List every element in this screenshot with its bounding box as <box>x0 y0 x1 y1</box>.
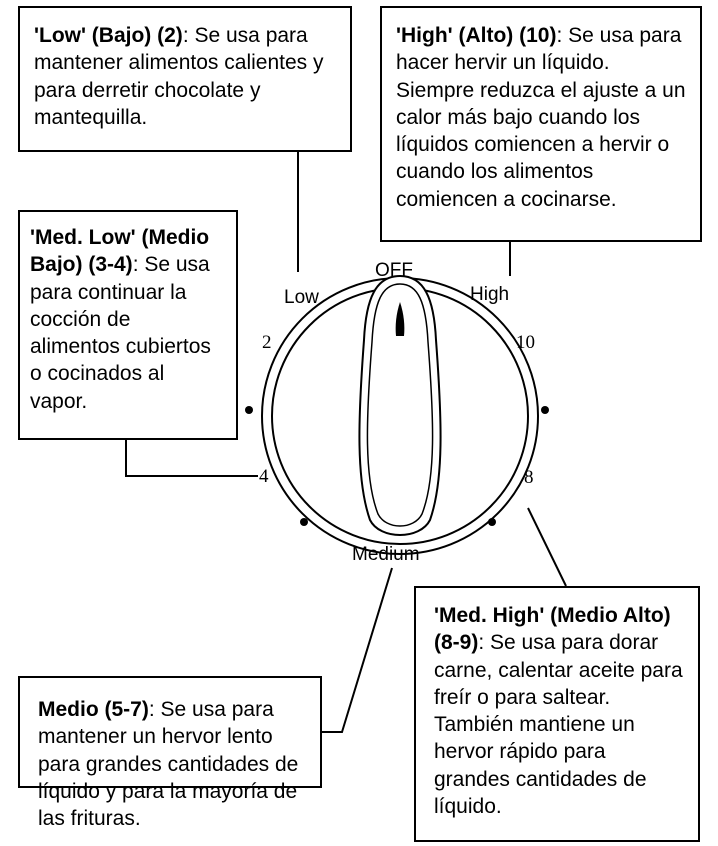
dial-tick-2: 2 <box>262 332 272 353</box>
dial-label-medium: Medium <box>352 544 420 565</box>
callout-med-low-heading: 'Med. Low' (Medio Bajo) (3-4) <box>30 226 210 277</box>
callout-low-text: : Se usa para mantener alimentos calient… <box>34 24 324 129</box>
callout-med-high-text: : Se usa para dorar carne, calentar acei… <box>434 631 683 819</box>
callout-medio-text: : Se usa para mantener un hervor lento p… <box>38 698 299 831</box>
dial-label-low: Low <box>284 287 319 308</box>
dial-tick-4: 4 <box>259 466 269 487</box>
callout-low-setting: 'Low' (Bajo) (2): Se usa para mantener a… <box>18 6 352 152</box>
callout-high-setting: 'High' (Alto) (10): Se usa para hacer he… <box>380 6 702 242</box>
callout-low-heading: 'Low' (Bajo) (2) <box>34 24 183 47</box>
dial-dot-lower-right <box>488 518 496 526</box>
knob-grip-inner <box>366 283 434 527</box>
callout-high-text: : Se usa para hacer hervir un líquido. S… <box>396 24 686 211</box>
callout-med-low-setting: 'Med. Low' (Medio Bajo) (3-4): Se usa pa… <box>18 210 238 440</box>
dial-tick-10: 10 <box>516 332 535 353</box>
callout-medio-setting: Medio (5-7): Se usa para mantener un her… <box>18 676 322 830</box>
leader-line-medio <box>322 567 393 733</box>
callout-med-low-text: : Se usa para continuar la cocción de al… <box>30 253 211 413</box>
dial-label-high: High <box>470 284 509 305</box>
dial-label-off: OFF <box>375 260 413 281</box>
callout-high-heading: 'High' (Alto) (10) <box>396 24 557 47</box>
dial-tick-8: 8 <box>524 467 534 488</box>
knob-grip <box>358 274 442 536</box>
dial-dot-lower-left <box>300 518 308 526</box>
leader-line-med-low <box>125 440 258 477</box>
callout-medio-heading: Medio (5-7) <box>38 698 149 721</box>
leader-line-med-high <box>527 507 567 587</box>
dial-dot-left <box>245 406 253 414</box>
callout-med-high-setting: 'Med. High' (Medio Alto) (8-9): Se usa p… <box>414 586 700 842</box>
knob-pointer-indicator <box>395 302 405 336</box>
callout-med-high-heading: 'Med. High' (Medio Alto) (8-9) <box>434 604 671 655</box>
dial-dot-right <box>541 406 549 414</box>
